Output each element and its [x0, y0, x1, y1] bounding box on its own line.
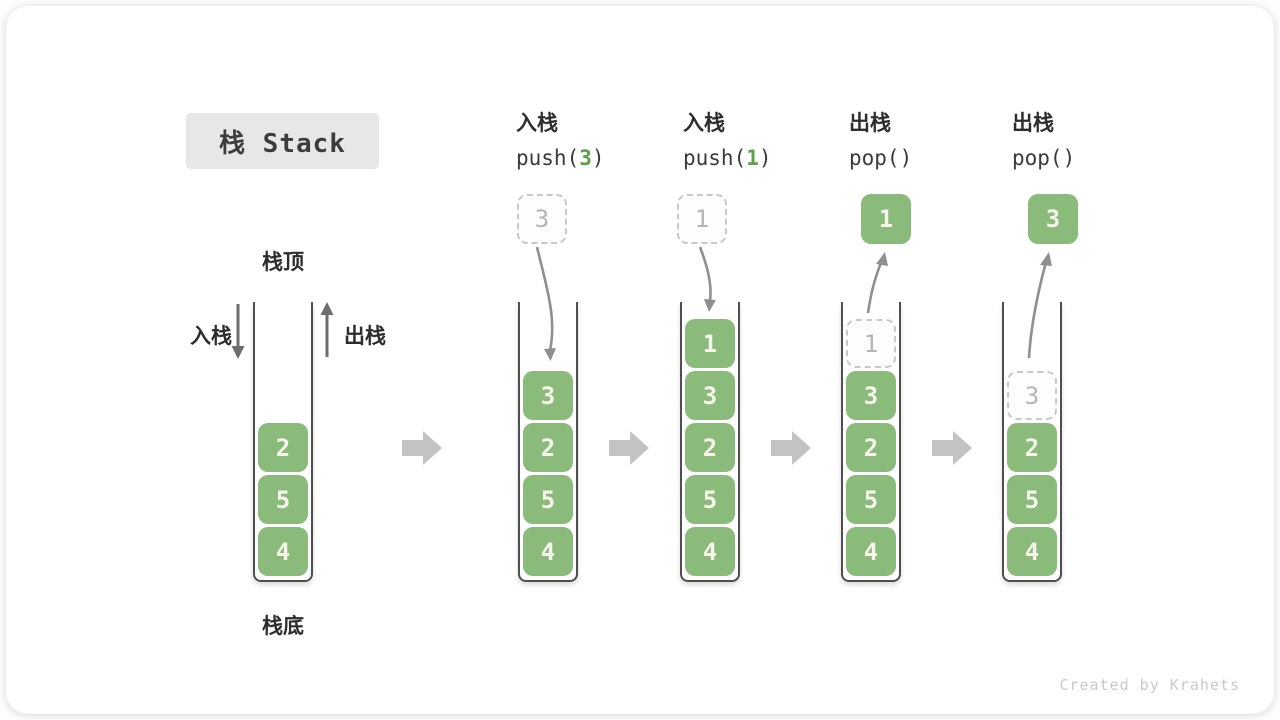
op-code-label: pop()	[849, 141, 999, 175]
op-header-push-1: 入栈 push(1)	[683, 107, 833, 175]
stack-cell: 2	[846, 423, 896, 472]
stack-cell: 5	[1007, 475, 1057, 524]
stack-cell: 2	[685, 423, 735, 472]
stack-cell: 5	[685, 475, 735, 524]
stack-bottom-label: 栈底	[262, 615, 304, 638]
code-post: )	[591, 146, 605, 170]
push-direction-label: 入栈	[190, 325, 232, 348]
stack-stage-after-push-1: 1 3 2 5 4	[680, 302, 740, 582]
stack-cell: 2	[258, 423, 308, 472]
pop-direction-label: 出栈	[344, 325, 386, 348]
op-action-label: 入栈	[683, 112, 725, 135]
stack-cell: 2	[523, 423, 573, 472]
stack-cell: 4	[523, 527, 573, 576]
incoming-value-box: 3	[517, 194, 567, 244]
code-pre: push(	[516, 146, 580, 170]
op-code-label: push(3)	[516, 141, 666, 175]
incoming-value-box: 1	[677, 194, 727, 244]
diagram-title-text: 栈 Stack	[219, 128, 346, 159]
stack-stage-after-pop-1: 1 3 2 5 4	[841, 302, 901, 582]
stack-cell: 4	[846, 527, 896, 576]
stack-cell: 5	[523, 475, 573, 524]
popped-value-box: 1	[861, 194, 911, 244]
stack-stage-after-pop-3: 3 2 5 4	[1002, 302, 1062, 582]
stack-cell: 2	[1007, 423, 1057, 472]
code-pre: pop()	[1012, 146, 1076, 170]
stack-cell: 5	[846, 475, 896, 524]
stack-top-label: 栈顶	[262, 251, 304, 274]
code-arg: 3	[579, 146, 592, 170]
op-header-pop-1: 出栈 pop()	[849, 107, 999, 175]
stack-cell: 4	[685, 527, 735, 576]
stack-cell-ghost: 1	[846, 319, 896, 368]
op-header-push-3: 入栈 push(3)	[516, 107, 666, 175]
popped-value-box: 3	[1028, 194, 1078, 244]
op-action-label: 出栈	[1012, 112, 1054, 135]
credit-watermark: Created by Krahets	[1059, 676, 1240, 694]
stack-cell: 3	[846, 371, 896, 420]
op-action-label: 出栈	[849, 112, 891, 135]
stack-stage-initial: 2 5 4	[253, 302, 313, 582]
stack-cell: 3	[685, 371, 735, 420]
code-post: )	[758, 146, 772, 170]
op-action-label: 入栈	[516, 112, 558, 135]
stack-cell: 5	[258, 475, 308, 524]
code-pre: pop()	[849, 146, 913, 170]
diagram-title: 栈 Stack	[186, 113, 379, 169]
stack-cell: 4	[1007, 527, 1057, 576]
stack-cell: 1	[685, 319, 735, 368]
op-code-label: pop()	[1012, 141, 1162, 175]
stack-cell: 3	[523, 371, 573, 420]
code-pre: push(	[683, 146, 747, 170]
op-code-label: push(1)	[683, 141, 833, 175]
stack-cell-ghost: 3	[1007, 371, 1057, 420]
stack-cell: 4	[258, 527, 308, 576]
op-header-pop-3: 出栈 pop()	[1012, 107, 1162, 175]
stack-stage-after-push-3: 3 2 5 4	[518, 302, 578, 582]
code-arg: 1	[746, 146, 759, 170]
